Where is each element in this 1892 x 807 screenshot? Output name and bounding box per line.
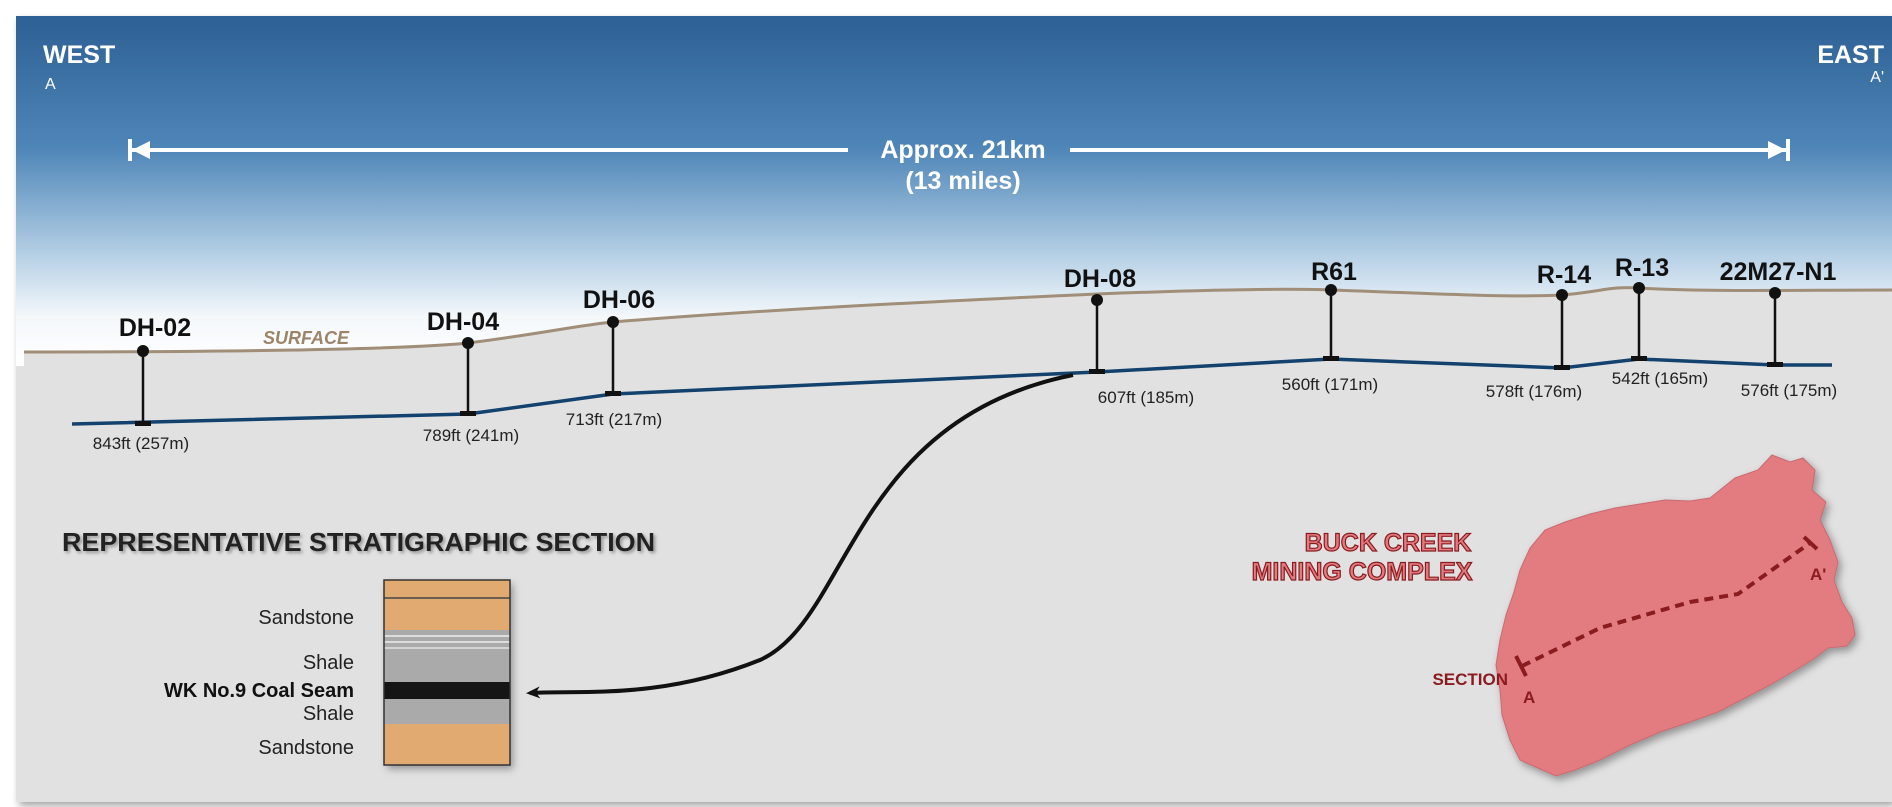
drillhole-5: R61 560ft (171m)	[1282, 258, 1378, 394]
west-point-label: A	[45, 76, 56, 93]
drillhole-7: R-13 542ft (165m)	[1612, 254, 1708, 388]
drillhole-depth-label: 578ft (176m)	[1486, 382, 1582, 401]
drillhole-name-label: DH-02	[119, 314, 191, 342]
strat-layer-label: Shale	[303, 703, 354, 725]
drillhole-4: DH-08 607ft (185m)	[1064, 265, 1194, 407]
drillhole-depth-label: 576ft (175m)	[1741, 381, 1837, 400]
drillhole-collar-dot	[462, 337, 474, 349]
east-label: EAST	[1817, 41, 1884, 69]
section-end-cap-a-prime	[1802, 535, 1819, 551]
strat-layer-shale-lower	[384, 699, 510, 724]
strat-column-border	[383, 579, 511, 766]
strat-layer-shale-upper	[384, 630, 510, 682]
drillhole-name-label: DH-04	[427, 308, 499, 336]
west-label: WEST	[43, 41, 115, 69]
drillhole-collar-dot	[137, 345, 149, 357]
drillhole-1: DH-02 843ft (257m)	[93, 314, 191, 453]
drillhole-seam-marker	[1767, 362, 1783, 367]
drillhole-seam-marker	[1323, 356, 1339, 361]
drillhole-8: 22M27-N1 576ft (175m)	[1720, 258, 1838, 400]
drillhole-seam-marker	[460, 411, 476, 416]
strat-layer-label: Sandstone	[258, 737, 354, 759]
strat-coal-seam-label: WK No.9 Coal Seam	[164, 680, 354, 702]
drillhole-collar-dot	[1325, 284, 1337, 296]
drillhole-collar-dot	[1769, 287, 1781, 299]
drillhole-collar-dot	[1633, 282, 1645, 294]
strat-section-title: REPRESENTATIVE STRATIGRAPHIC SECTION	[62, 527, 655, 557]
drillholes-group: DH-02 843ft (257m) DH-04 789ft (241m) DH-06 7…	[93, 254, 1837, 453]
distance-miles-label: (13 miles)	[905, 167, 1020, 195]
strat-layer-sandstone-bottom	[384, 724, 510, 765]
drillhole-seam-marker	[605, 391, 621, 396]
drillhole-6: R-14 578ft (176m)	[1486, 261, 1591, 401]
strat-layer-label: Shale	[303, 652, 354, 674]
drillhole-depth-label: 560ft (171m)	[1282, 375, 1378, 394]
map-point-a: A	[1523, 688, 1535, 707]
strat-layer-sandstone-top	[384, 580, 510, 630]
drillhole-2: DH-04 789ft (241m)	[423, 308, 519, 445]
drillhole-seam-marker	[135, 421, 151, 426]
seam-connector-arrow	[526, 373, 1074, 699]
mining-complex-outline	[1495, 454, 1856, 777]
distance-arrow	[128, 139, 1790, 161]
drillhole-seam-marker	[1631, 356, 1647, 361]
drillhole-collar-dot	[1556, 289, 1568, 301]
drillhole-depth-label: 789ft (241m)	[423, 426, 519, 445]
drillhole-depth-label: 713ft (217m)	[566, 410, 662, 429]
section-end-cap-a	[1514, 655, 1528, 677]
map-section-label: SECTION	[1432, 670, 1508, 689]
surface-line	[23, 286, 1892, 354]
drillhole-name-label: DH-08	[1064, 265, 1136, 293]
drillhole-collar-dot	[607, 316, 619, 328]
drillhole-depth-label: 843ft (257m)	[93, 434, 189, 453]
drillhole-collar-dot	[1091, 294, 1103, 306]
drillhole-name-label: DH-06	[583, 286, 655, 314]
drillhole-name-label: R61	[1311, 258, 1357, 286]
strat-layer-label: Sandstone	[258, 607, 354, 629]
map-title: BUCK CREEK	[1305, 529, 1472, 557]
distance-label: Approx. 21km	[880, 136, 1045, 164]
east-point-label: A'	[1870, 69, 1884, 86]
drillhole-depth-label: 607ft (185m)	[1098, 388, 1194, 407]
strat-layer-coal	[384, 682, 510, 699]
drillhole-seam-marker	[1089, 369, 1105, 374]
section-line	[1521, 541, 1812, 668]
map-subtitle: MINING COMPLEX	[1252, 558, 1473, 586]
drillhole-name-label: 22M27-N1	[1720, 258, 1837, 286]
map-point-a-prime: A'	[1810, 565, 1826, 584]
drillhole-3: DH-06 713ft (217m)	[566, 286, 662, 429]
drillhole-name-label: R-14	[1537, 261, 1591, 289]
drillhole-name-label: R-13	[1615, 254, 1669, 282]
drillhole-seam-marker	[1554, 365, 1570, 370]
mining-complex-map: BUCK CREEK MINING COMPLEX SECTION A A'	[1251, 454, 1856, 777]
surface-label: SURFACE	[263, 328, 350, 348]
drillhole-depth-label: 542ft (165m)	[1612, 369, 1708, 388]
